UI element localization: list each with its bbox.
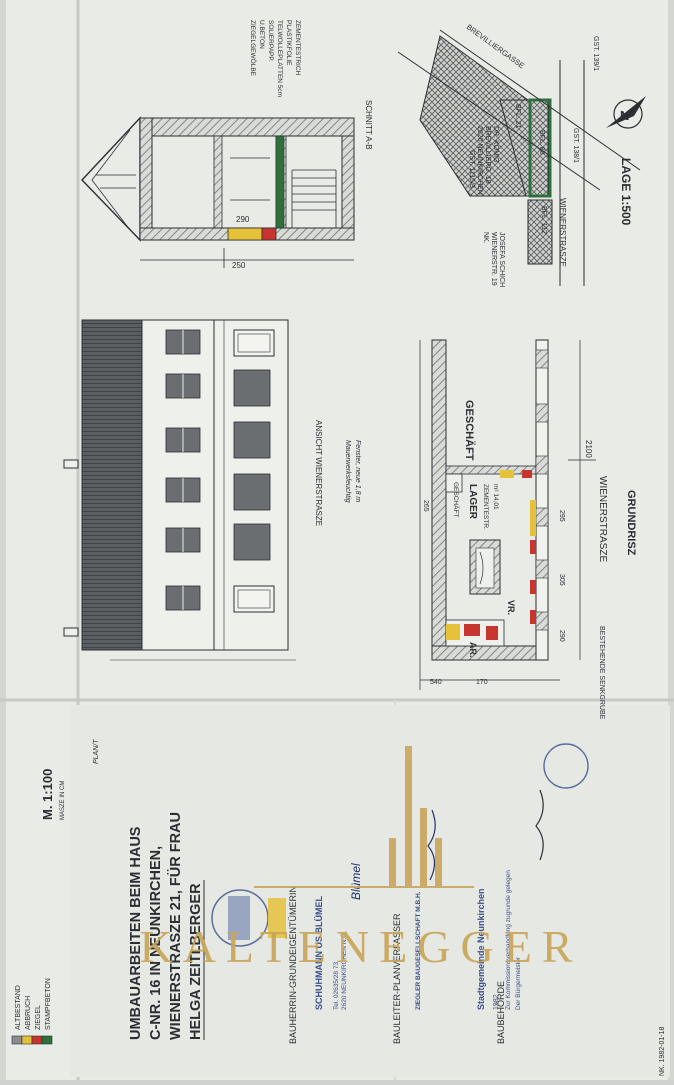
- svg-text:ZEMENTESTRICH: ZEMENTESTRICH: [294, 20, 301, 76]
- section-title: SCHNITT A-B: [364, 100, 373, 150]
- plan-street-label: WIENERSTRASZE: [597, 476, 608, 562]
- svg-text:GST. 138/1: GST. 138/1: [572, 128, 579, 163]
- svg-text:DR. KÖNIG: DR. KÖNIG: [492, 126, 500, 163]
- svg-text:2620 NEUNKIRCHEN N.Ö.: 2620 NEUNKIRCHEN N.Ö.: [340, 931, 348, 1010]
- title-line-1: UMBAUARBEITEN BEIM HAUS: [128, 826, 144, 1040]
- ground-plan: GESCHÄFT LAGER GESCHÄFT ZEMENTESTR. m² 1…: [419, 339, 637, 720]
- svg-text:BREVILLIERG. 18: BREVILLIERG. 18: [484, 126, 491, 184]
- svg-text:295: 295: [558, 510, 565, 522]
- svg-text:170: 170: [476, 679, 488, 686]
- svg-text:Tel. 02635/28 73: Tel. 02635/28 73: [333, 962, 340, 1010]
- section-dim-250: 250: [232, 261, 246, 270]
- plan-total-dim: 2100: [584, 440, 593, 458]
- section-notes: ZEMENTESTRICH PLASTIKFOLIE TELWOLLEPLATT…: [249, 20, 301, 97]
- svg-text:PLASTIKFOLIE: PLASTIKFOLIE: [285, 20, 292, 66]
- svg-text:STAMPFBETON: STAMPFBETON: [45, 978, 52, 1030]
- north-arrow-icon: [613, 99, 643, 129]
- plan-corner: PLAN/T: [93, 739, 100, 764]
- svg-text:BFL. 112: BFL. 112: [540, 206, 547, 234]
- plan-number: NK. 1982-01-18: [659, 1026, 666, 1076]
- svg-text:2620 NEUNKIRCHEN: 2620 NEUNKIRCHEN: [476, 126, 483, 195]
- svg-text:ZIEGLER BAUGESELLSCHAFT M.B.H.: ZIEGLER BAUGESELLSCHAFT M.B.H.: [415, 891, 422, 1010]
- svg-text:Der Bürgermeister: Der Bürgermeister: [515, 956, 522, 1010]
- builder-label: BAULEITER-PLANVERFASSER: [392, 913, 402, 1044]
- svg-text:ABBRUCH: ABBRUCH: [25, 996, 32, 1030]
- room-vestibule: VR.: [506, 600, 516, 615]
- watermark-text: KALTENEGGER: [139, 921, 583, 972]
- owner-label: BAUHERRIN-GRUNDEIGENTÜMERIN: [288, 886, 298, 1044]
- svg-text:290: 290: [558, 630, 565, 642]
- ground-plan-title: GRUNDRISZ: [625, 490, 637, 556]
- title-block: UMBAUARBEITEN BEIM HAUS C-NR. 16 IN NEUN…: [93, 739, 666, 1076]
- site-street-label: WIENERSTRASZE: [558, 198, 567, 267]
- svg-text:1982: 1982: [493, 994, 500, 1010]
- svg-text:265: 265: [422, 500, 429, 512]
- svg-text:ZEMENTESTR.: ZEMENTESTR.: [482, 484, 489, 530]
- svg-text:m² 14,01: m² 14,01: [492, 484, 499, 510]
- site-plan-title: LAGE 1:500: [619, 158, 633, 226]
- svg-text:ZIEGEL: ZIEGEL: [35, 1005, 42, 1030]
- room-shop: GESCHÄFT: [463, 400, 476, 461]
- svg-text:Fenster, neue 1,8 m: Fenster, neue 1,8 m: [354, 440, 361, 502]
- stamps: SCHUHMANN US BLÜMEL 2620 NEUNKIRCHEN N.Ö…: [211, 743, 589, 1010]
- svg-text:Mauerwerksfeuchtig: Mauerwerksfeuchtig: [344, 440, 351, 503]
- svg-text:GST. 139/1: GST. 139/1: [592, 36, 599, 71]
- room-ar: AR.: [468, 642, 478, 658]
- watermark-logo: [254, 746, 474, 888]
- room-storage: LAGER: [467, 484, 478, 520]
- svg-text:WIENERSTR. 19: WIENERSTR. 19: [490, 232, 497, 286]
- svg-text:SCHUHMANN US BLÜMEL: SCHUHMANN US BLÜMEL: [314, 896, 324, 1010]
- svg-text:BFL. 21: BFL. 21: [514, 104, 521, 129]
- svg-text:Zur Kommissionsverhandlung zug: Zur Kommissionsverhandlung zugrunde gele…: [505, 870, 512, 1010]
- site-plan: N BREVILLIERGASSE WIENERSTRASZE LAGE 1:5…: [397, 22, 646, 287]
- svg-text:NK.: NK.: [482, 232, 489, 244]
- signature: Blümel: [349, 863, 363, 900]
- svg-text:ZIEGELGEWÖLBE: ZIEGELGEWÖLBE: [249, 20, 257, 77]
- title-line-2: C-NR. 16 IN NEUNKIRCHEN,: [148, 846, 164, 1040]
- title-line-4: HELGA ZEITLBERGER: [188, 883, 204, 1040]
- svg-text:U.BETON: U.BETON: [258, 20, 265, 49]
- svg-text:305: 305: [558, 574, 565, 586]
- svg-text:JOSEFA SCHICH: JOSEFA SCHICH: [498, 232, 505, 287]
- elevation-title: ANSICHT WIENERSTRASZE: [314, 420, 323, 526]
- legend: ALTBESTAND ABBRUCH ZIEGEL STAMPFBETON: [11, 978, 53, 1045]
- svg-text:SOLIERPAPP.: SOLIERPAPP.: [267, 20, 274, 62]
- svg-text:Stadtgemeinde Neunkirchen: Stadtgemeinde Neunkirchen: [476, 888, 486, 1010]
- svg-text:540: 540: [430, 679, 442, 686]
- title-line-3: WIENERSTRASZE 21, FÜR FRAU: [167, 812, 184, 1040]
- section-dim-290: 290: [236, 215, 250, 224]
- svg-text:TELWOLLEPLATTEN 5cm: TELWOLLEPLATTEN 5cm: [276, 20, 283, 97]
- existing-cesspit: BESTEHENDE SENKGRUBE: [598, 626, 605, 720]
- elevation-drawing: ANSICHT WIENERSTRASZE Mauerwerksfeuchtig…: [63, 319, 361, 661]
- section-drawing: 250 290 SCHNITT A-B ZEMENTESTRICH PLASTI…: [81, 20, 373, 270]
- svg-text:GST. 1115/3: GST. 1115/3: [468, 150, 475, 188]
- scale-note: MASZE IN CM: [60, 781, 66, 820]
- svg-text:N: N: [620, 108, 629, 123]
- scale: M. 1:100: [40, 769, 55, 820]
- svg-text:BFL. 80: BFL. 80: [538, 130, 545, 155]
- authority-label: BAUBEHÖRDE: [496, 981, 506, 1044]
- svg-text:ALTBESTAND: ALTBESTAND: [15, 985, 22, 1030]
- svg-text:GESCHÄFT: GESCHÄFT: [452, 482, 460, 517]
